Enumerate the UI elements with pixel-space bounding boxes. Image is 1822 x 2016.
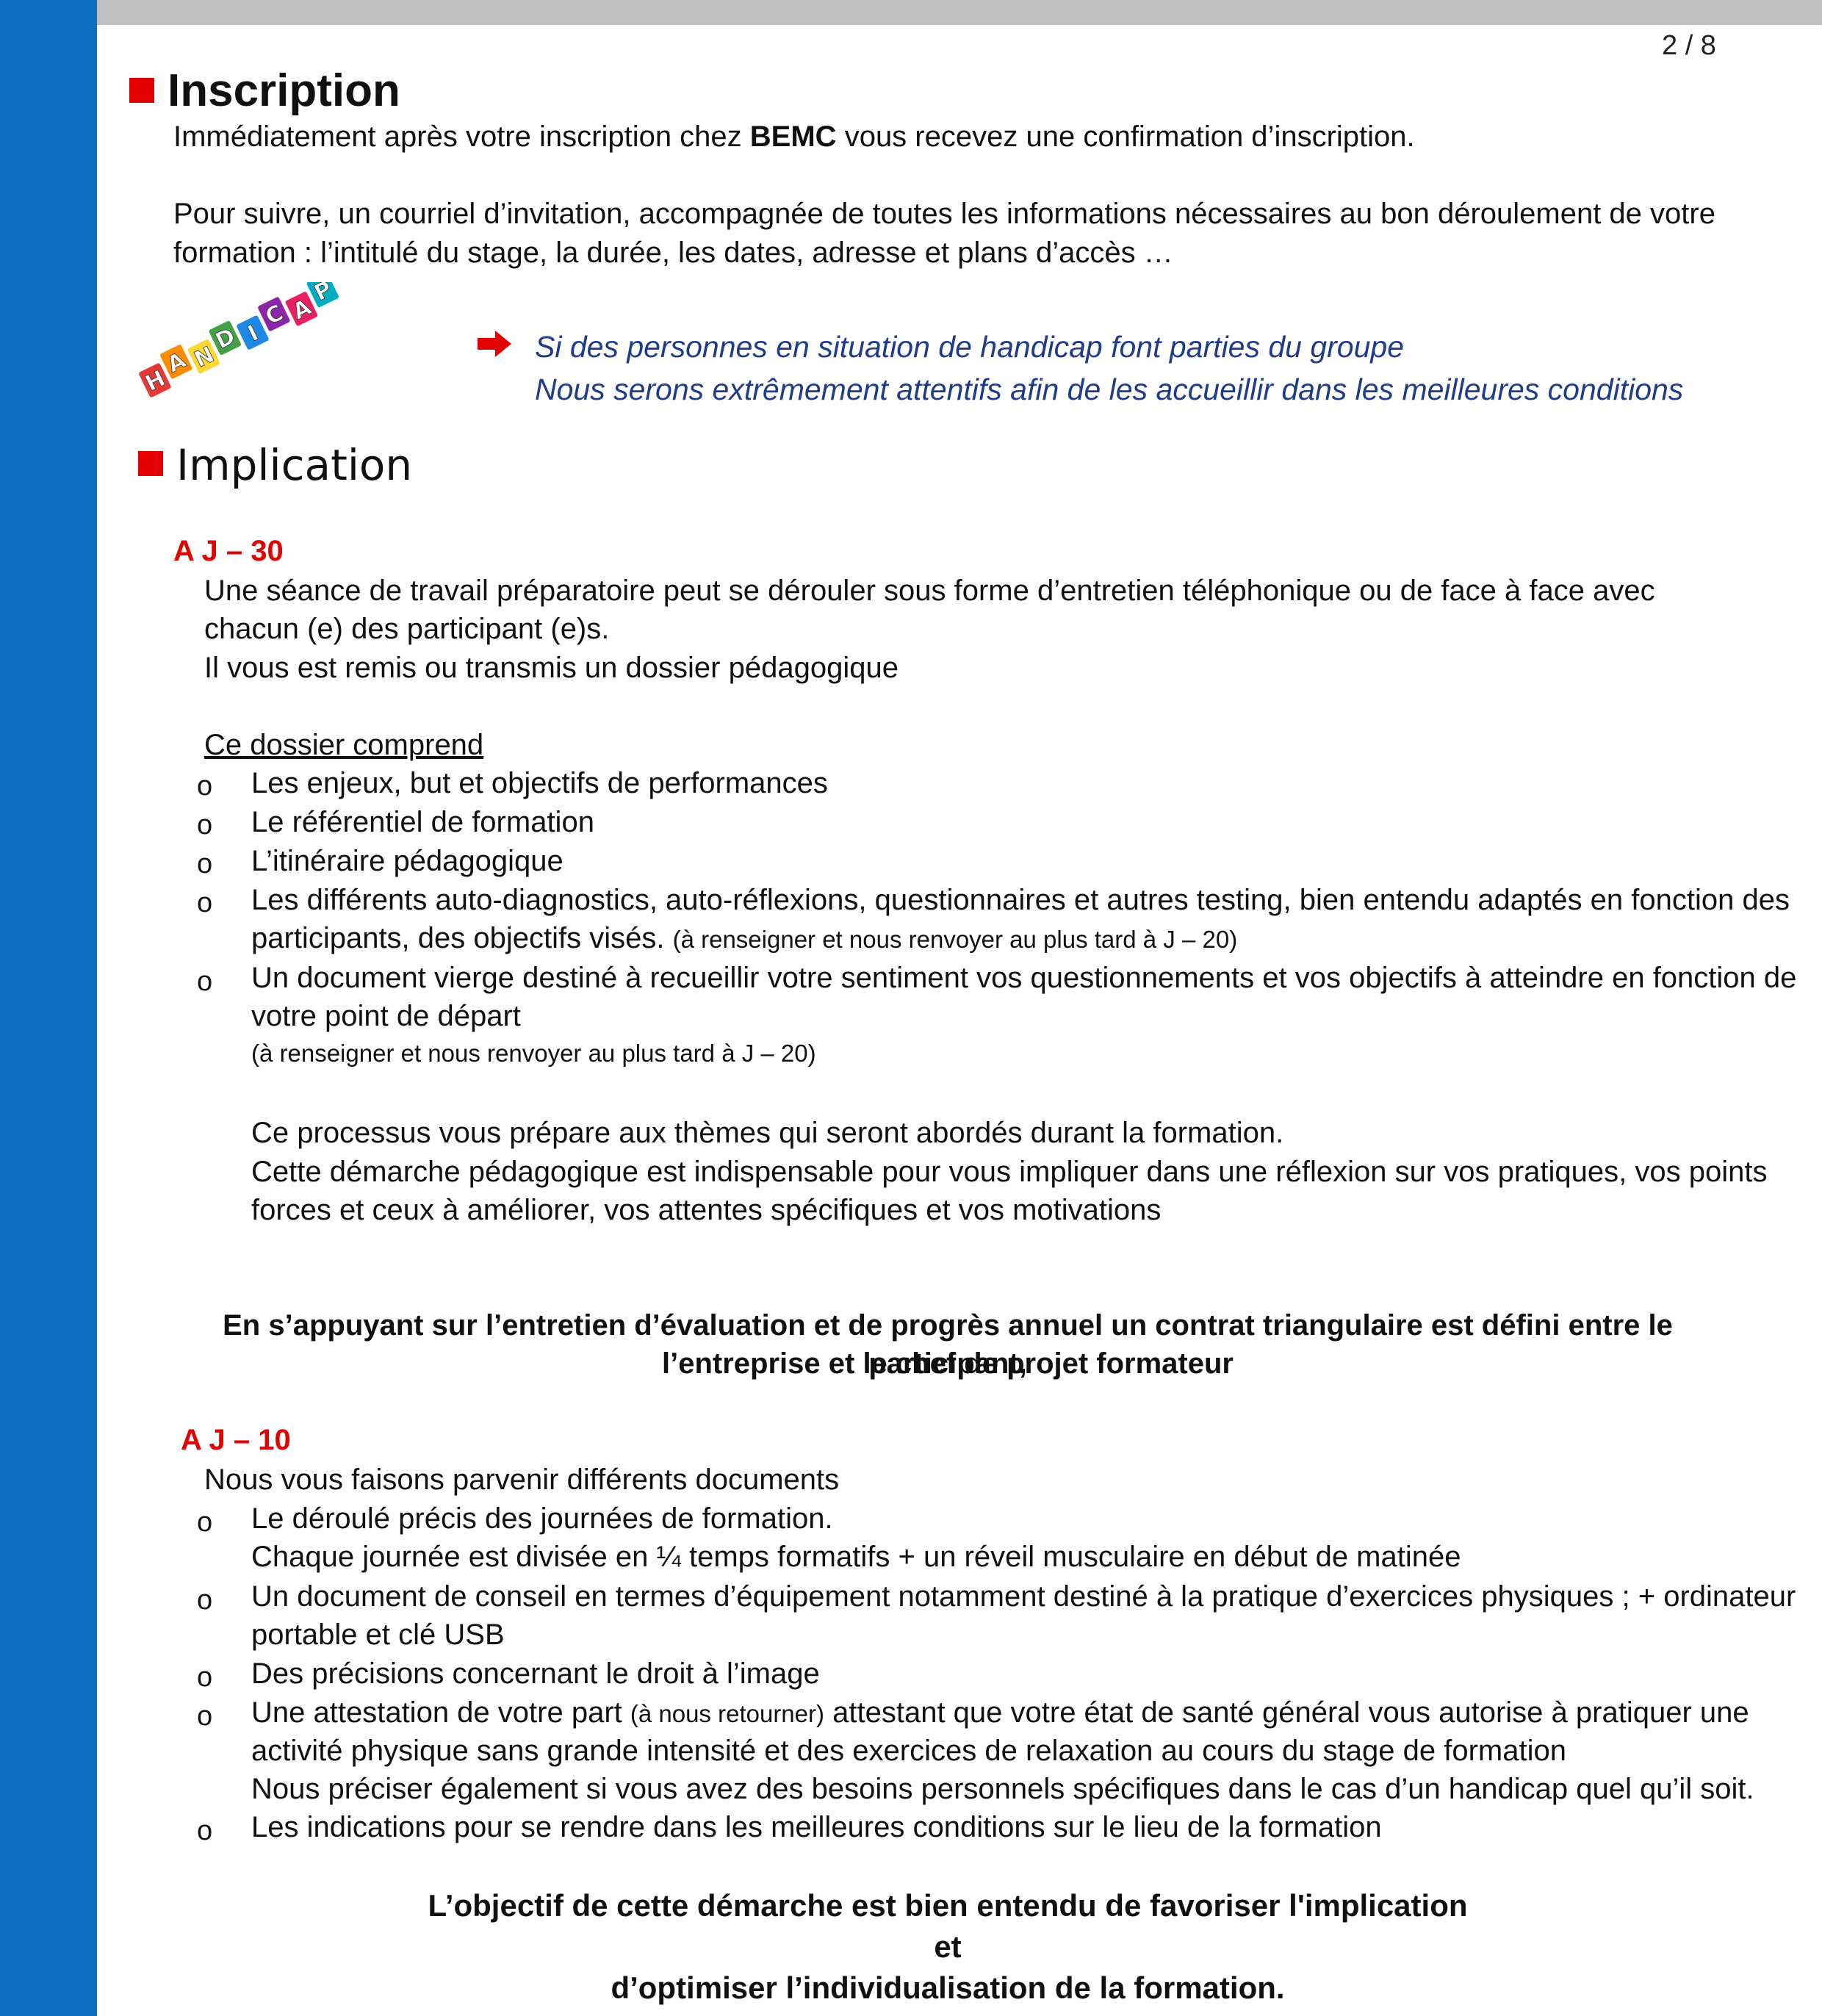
dossier-heading: Ce dossier comprend <box>204 729 484 761</box>
inscription-paragraph-2-line-1: Pour suivre, un courriel d’invitation, a… <box>173 198 1715 230</box>
section-square-icon <box>138 451 163 476</box>
objective-line-3: d’optimiser l’individualisation de la fo… <box>611 1970 1285 2005</box>
dossier-item: Les différents auto-diagnostics, auto-ré… <box>251 884 1790 916</box>
document-item-continued: Chaque journée est divisée en ¼ temps fo… <box>251 1541 1461 1573</box>
list-bullet: o <box>197 966 213 997</box>
list-bullet: o <box>197 810 213 840</box>
inscription-paragraph-1: Immédiatement après votre inscription ch… <box>173 118 1415 156</box>
arrow-right-icon <box>478 331 511 357</box>
handicap-logo-letter: A <box>284 290 320 328</box>
handicap-note-line-1: Si des personnes en situation de handica… <box>535 330 1404 364</box>
list-bullet: o <box>197 1815 213 1846</box>
dossier-item-continued: participants, des objectifs visés. (à re… <box>251 919 1237 959</box>
document-item-continued: portable et clé USB <box>251 1619 505 1651</box>
document-item: Le déroulé précis des journées de format… <box>251 1502 833 1535</box>
dossier-item-note: (à renseigner et nous renvoyer au plus t… <box>251 1040 816 1067</box>
section-square-icon <box>129 78 154 103</box>
dossier-item: Les enjeux, but et objectifs de performa… <box>251 767 828 799</box>
page-number: 2 / 8 <box>1662 30 1716 61</box>
contract-statement-line-1: En s’appuyant sur l’entretien d’évaluati… <box>223 1309 1673 1380</box>
section-title-implication: Implication <box>176 440 413 490</box>
document-item-note: (à nous retourner) <box>630 1700 824 1727</box>
inscription-text: vous recevez une confirmation d’inscript… <box>836 120 1415 153</box>
list-bullet: o <box>197 888 213 918</box>
objective-line-1: L’objectif de cette démarche est bien en… <box>428 1888 1468 1923</box>
dossier-item: L’itinéraire pédagogique <box>251 845 563 877</box>
dossier-item: Un document vierge destiné à recueillir … <box>251 962 1797 994</box>
handicap-note-line-2: Nous serons extrêmement attentifs afin d… <box>535 372 1684 406</box>
dossier-item-note: (à renseigner et nous renvoyer au plus t… <box>672 926 1238 953</box>
brand-name: BEMC <box>749 120 837 153</box>
j10-intro: Nous vous faisons parvenir différents do… <box>204 1464 840 1496</box>
milestone-label-j30: A J – 30 <box>173 535 284 567</box>
handicap-logo-letter: C <box>256 295 292 333</box>
handicap-logo-letter: P <box>305 282 340 309</box>
inscription-paragraph-2-line-2: formation : l’intitulé du stage, la duré… <box>173 237 1173 269</box>
process-text-line-3: forces et ceux à améliorer, vos attentes… <box>251 1194 1162 1226</box>
process-text-line-2: Cette démarche pédagogique est indispens… <box>251 1156 1768 1188</box>
section-title-inscription: Inscription <box>168 65 400 116</box>
milestone-label-j10: A J – 10 <box>181 1424 291 1456</box>
list-bullet: o <box>197 1662 213 1693</box>
j30-text-line-2: chacun (e) des participant (e)s. <box>204 613 610 645</box>
objective-line-2: et <box>934 1929 962 1964</box>
j30-text-line-3: Il vous est remis ou transmis un dossier… <box>204 652 899 684</box>
list-bullet: o <box>197 1507 213 1538</box>
handicap-logo-letter: A <box>159 343 194 381</box>
document-item-text: attestant que votre état de santé généra… <box>824 1696 1749 1729</box>
j30-text-line-1: Une séance de travail préparatoire peut … <box>204 575 1655 607</box>
left-blue-bar <box>0 0 97 2016</box>
document-item: Une attestation de votre part (à nous re… <box>251 1693 1749 1733</box>
handicap-logo-letter: D <box>207 319 242 356</box>
dossier-item-text: participants, des objectifs visés. <box>251 922 673 954</box>
document-item-text: Une attestation de votre part <box>251 1696 630 1729</box>
inscription-text: Immédiatement après votre inscription ch… <box>173 120 750 153</box>
document-item: Les indications pour se rendre dans les … <box>251 1811 1382 1843</box>
document-item-continued: activité physique sans grande intensité … <box>251 1735 1566 1767</box>
document-item: Un document de conseil en termes d’équip… <box>251 1580 1796 1613</box>
list-bullet: o <box>197 1701 213 1732</box>
contract-statement-line-2: l’entreprise et le chef de projet format… <box>662 1347 1234 1380</box>
list-bullet: o <box>197 771 213 802</box>
document-item: Des précisions concernant le droit à l’i… <box>251 1657 820 1690</box>
process-text-line-1: Ce processus vous prépare aux thèmes qui… <box>251 1117 1284 1149</box>
top-gray-bar <box>97 0 1822 25</box>
document-item-continued: Nous préciser également si vous avez des… <box>251 1773 1754 1805</box>
list-bullet: o <box>197 1585 213 1616</box>
list-bullet: o <box>197 849 213 879</box>
handicap-logo-letter: H <box>137 361 173 399</box>
dossier-item-continued: votre point de départ <box>251 1000 521 1032</box>
handicap-logo-letter: N <box>186 338 222 375</box>
dossier-item: Le référentiel de formation <box>251 806 594 838</box>
handicap-logo-letter: I <box>235 314 270 351</box>
